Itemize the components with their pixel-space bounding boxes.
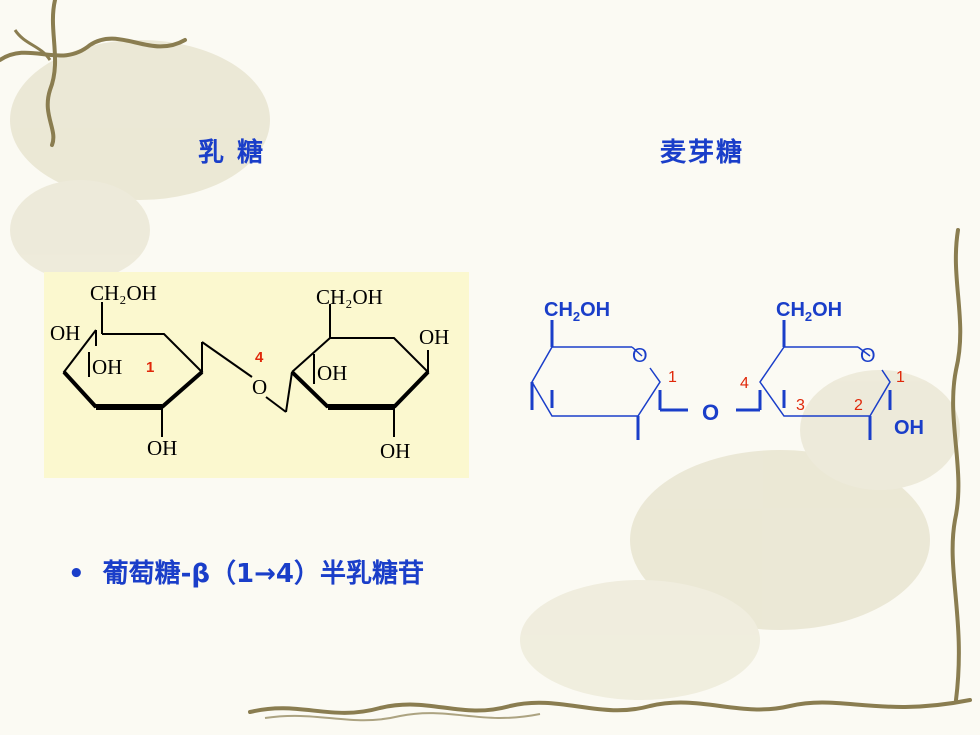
lactose-oh-bottom-left: OH (147, 436, 177, 460)
lactose-title: 乳 糖 (198, 138, 266, 168)
lactose-structure-panel: CH₂OH CH₂OH OH OH OH OH OH OH O 1 4 (44, 272, 469, 478)
vine-bottom (248, 698, 972, 715)
maltose-number-2: 2 (854, 397, 863, 414)
lactose-position-1: 1 (146, 359, 154, 376)
lactose-bridge-oxygen: O (252, 375, 267, 399)
maltose-ring-oxygen-left: O (632, 345, 648, 367)
vine-top-left (0, 36, 187, 62)
maltose-number-1-left: 1 (668, 369, 677, 386)
bullet-item: • 葡萄糖-β（1→4）半乳糖苷 (68, 553, 424, 590)
lactose-ch2oh-right: CH₂OH (316, 285, 383, 309)
bullet-marker: • (68, 559, 85, 589)
lactose-structure-diagram: CH₂OH CH₂OH OH OH OH OH OH OH O 1 4 (50, 281, 449, 463)
vine-right (950, 228, 963, 702)
lactose-ch2oh-left: CH₂OH (90, 281, 157, 305)
maltose-ring-oxygen-right: O (860, 345, 876, 367)
lactose-oh-ring-left: OH (92, 355, 122, 379)
lactose-oh-ring-right: OH (317, 361, 347, 385)
bullet-text: 葡萄糖-β（1→4）半乳糖苷 (102, 559, 424, 589)
maltose-ch2oh-left: CH2OH (544, 299, 610, 324)
maltose-number-3: 3 (796, 397, 805, 414)
lactose-oh-bottom-right: OH (380, 439, 410, 463)
maltose-number-1-right: 1 (896, 369, 905, 386)
maltose-title: 麦芽糖 (660, 138, 745, 168)
maltose-oh-end: OH (894, 417, 924, 439)
maltose-bridge-oxygen: O (702, 400, 719, 425)
lactose-oh-right-top: OH (419, 325, 449, 349)
lactose-oh-left-top: OH (50, 321, 80, 345)
maltose-structure-diagram: CH2OH CH2OH O O O OH 1 4 3 2 1 (530, 299, 924, 440)
lactose-position-4: 4 (255, 349, 264, 366)
maltose-ch2oh-right: CH2OH (776, 299, 842, 324)
maltose-number-4: 4 (740, 375, 749, 392)
